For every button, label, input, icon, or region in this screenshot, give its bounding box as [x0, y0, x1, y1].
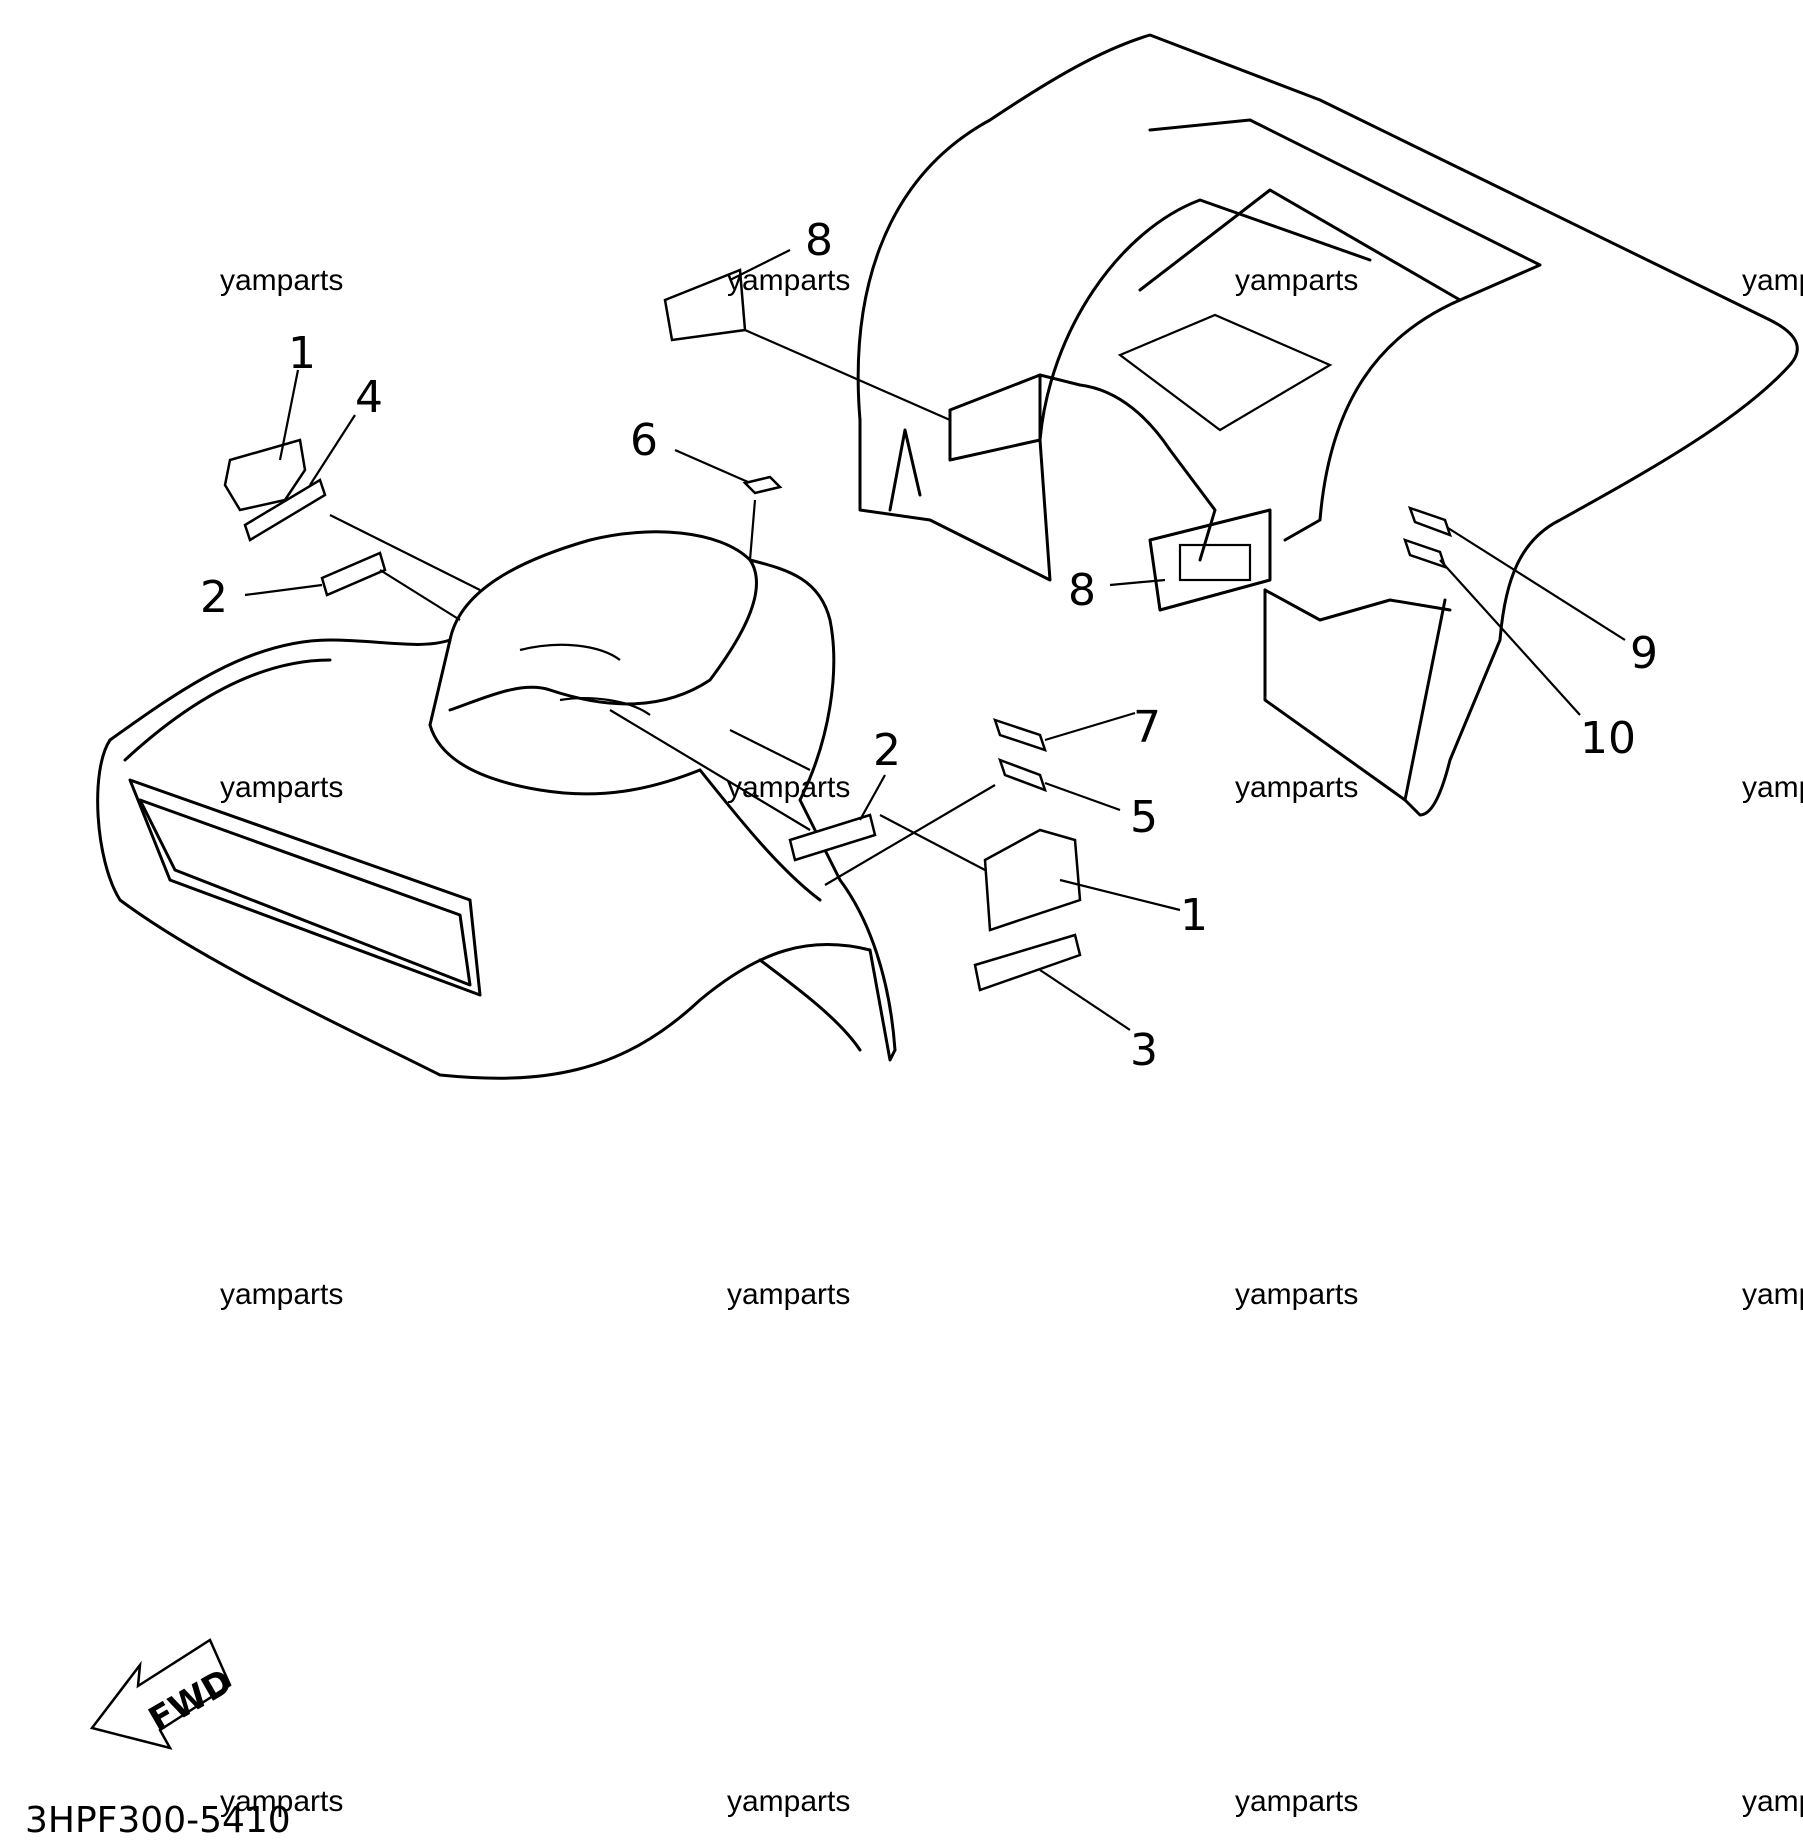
watermark: yamparts	[727, 1278, 850, 1311]
callout-5: 5	[1130, 792, 1158, 843]
callout-8b: 8	[1068, 565, 1096, 616]
decal-4	[243, 478, 327, 542]
watermark: yamparts	[220, 1785, 343, 1818]
decal-7	[993, 718, 1047, 752]
watermark: yamparts	[1742, 264, 1803, 297]
decal-3	[973, 933, 1082, 992]
callouts: 1 4 2 6 8 8 2 7 5 1 3 9 10	[200, 215, 1658, 1076]
fwd-arrow-icon	[89, 1638, 232, 1750]
watermarks: yamparts yamparts yamparts yamparts yamp…	[220, 264, 1803, 1818]
decal-10	[1403, 537, 1447, 570]
watermark: yamparts	[1742, 771, 1803, 804]
callout-7: 7	[1133, 702, 1161, 753]
leader-lines	[244, 249, 1626, 1031]
watermark: yamparts	[1742, 1785, 1803, 1818]
callout-8a: 8	[805, 215, 833, 266]
watermark: yamparts	[1742, 1278, 1803, 1311]
callout-4: 4	[355, 372, 383, 423]
decal-1-right	[983, 828, 1082, 932]
callout-9: 9	[1630, 628, 1658, 679]
callout-10: 10	[1580, 713, 1636, 764]
callout-6: 6	[630, 415, 658, 466]
watermark: yamparts	[1235, 264, 1358, 297]
watermark: yamparts	[727, 771, 850, 804]
rear-fender	[856, 33, 1799, 817]
fwd-arrow: FWD	[89, 1638, 239, 1750]
watermark: yamparts	[1235, 1278, 1358, 1311]
callout-3: 3	[1130, 1025, 1158, 1076]
callout-1b: 1	[1180, 890, 1208, 941]
decal-6	[742, 475, 783, 495]
watermark: yamparts	[220, 264, 343, 297]
callout-1a: 1	[288, 328, 316, 379]
callout-2b: 2	[873, 725, 901, 776]
watermark: yamparts	[220, 771, 343, 804]
watermark: yamparts	[727, 264, 850, 297]
callout-2a: 2	[200, 572, 228, 623]
watermark: yamparts	[220, 1278, 343, 1311]
watermark: yamparts	[727, 1785, 850, 1818]
watermark: yamparts	[1235, 771, 1358, 804]
drawing-code: 3HPF300-5410	[25, 1800, 291, 1836]
decal-2-left	[320, 551, 387, 597]
decal-9	[1407, 505, 1453, 538]
watermark: yamparts	[1235, 1785, 1358, 1818]
decal-5	[997, 757, 1048, 793]
front-fender	[96, 530, 897, 1080]
decal-2-center	[788, 813, 877, 862]
